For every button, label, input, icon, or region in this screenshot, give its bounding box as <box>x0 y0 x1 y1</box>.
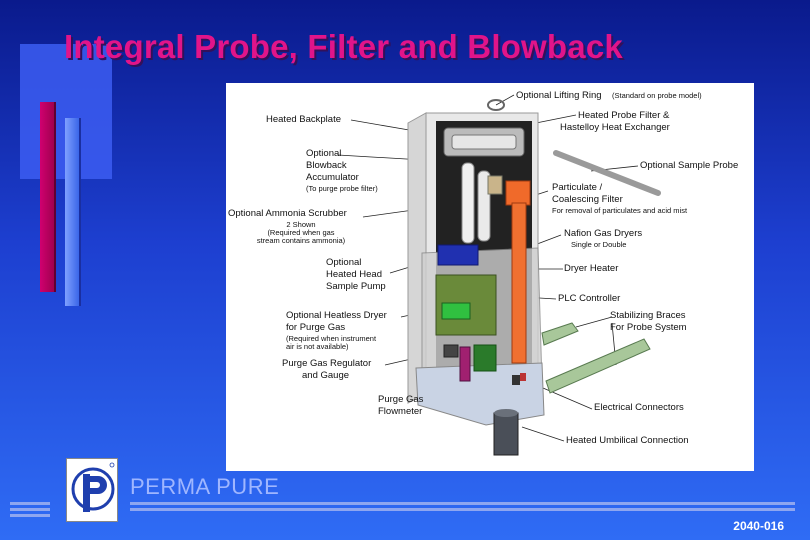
perma-pure-logo <box>66 458 118 522</box>
divider-stripe <box>130 502 795 505</box>
decorative-bar-blue <box>65 118 79 306</box>
label-lifting-ring: Optional Lifting Ring <box>516 90 602 101</box>
label-umbilical-connection: Heated Umbilical Connection <box>566 435 689 446</box>
label-particulate-2: Coalescing Filter <box>552 194 623 205</box>
label-plc-controller: PLC Controller <box>558 293 621 304</box>
label-stabilizing-braces-1: Stabilizing Braces <box>610 310 686 321</box>
label-heated-probe-filter-2: Hastelloy Heat Exchanger <box>560 122 670 133</box>
label-pump-3: Sample Pump <box>326 281 386 292</box>
label-ammonia-scrubber: Optional Ammonia Scrubber <box>228 208 347 219</box>
label-electrical-connectors: Electrical Connectors <box>594 402 684 413</box>
label-pump-1: Optional <box>326 257 362 268</box>
label-regulator-2: and Gauge <box>302 370 350 381</box>
label-flowmeter-2: Flowmeter <box>378 406 423 417</box>
note-ammonia-2: (Required when gas <box>267 228 335 237</box>
brand-name: PERMA PURE <box>130 474 280 499</box>
label-flowmeter-1: Purge Gas <box>378 394 424 405</box>
label-blowback-1: Optional <box>306 148 342 159</box>
note-blowback: (To purge probe filter) <box>306 184 378 193</box>
note-particulate: For removal of particulates and acid mis… <box>552 206 688 215</box>
label-regulator-1: Purge Gas Regulator <box>282 358 372 369</box>
label-heatless-dryer-2: for Purge Gas <box>286 322 346 333</box>
slide-code: 2040-016 <box>733 519 784 533</box>
logo-mark-icon <box>71 462 115 512</box>
label-blowback-2: Blowback <box>306 160 347 171</box>
label-stabilizing-braces-2: For Probe System <box>610 322 687 333</box>
divider-stripe <box>10 508 50 511</box>
label-heated-probe-filter-1: Heated Probe Filter & <box>578 110 670 121</box>
label-pump-2: Heated Head <box>326 269 382 280</box>
label-particulate-1: Particulate / <box>552 182 603 193</box>
label-nafion-dryers: Nafion Gas Dryers <box>564 228 643 239</box>
note-heatless-1: (Required when instrument <box>286 334 377 343</box>
label-heatless-dryer-1: Optional Heatless Dryer <box>286 310 387 321</box>
note-nafion: Single or Double <box>571 240 627 249</box>
decorative-bar-magenta <box>40 102 54 292</box>
label-dryer-heater: Dryer Heater <box>564 263 619 274</box>
divider-stripe <box>10 502 50 505</box>
label-heated-backplate: Heated Backplate <box>266 114 341 125</box>
note-ammonia-1: 2 Shown <box>286 220 316 229</box>
system-diagram: Optional Lifting Ring (Standard on probe… <box>226 83 754 471</box>
divider-stripe <box>10 514 50 517</box>
slide-title: Integral Probe, Filter and Blowback <box>64 28 623 65</box>
note-ammonia-3: stream contains ammonia) <box>256 236 346 245</box>
label-sample-probe: Optional Sample Probe <box>640 160 739 171</box>
divider-stripe <box>130 508 795 511</box>
note-heatless-2: air is not available) <box>286 342 349 351</box>
label-blowback-3: Accumulator <box>306 172 359 183</box>
note-lifting-ring: (Standard on probe model) <box>612 91 702 100</box>
diagram-illustration <box>337 94 661 456</box>
